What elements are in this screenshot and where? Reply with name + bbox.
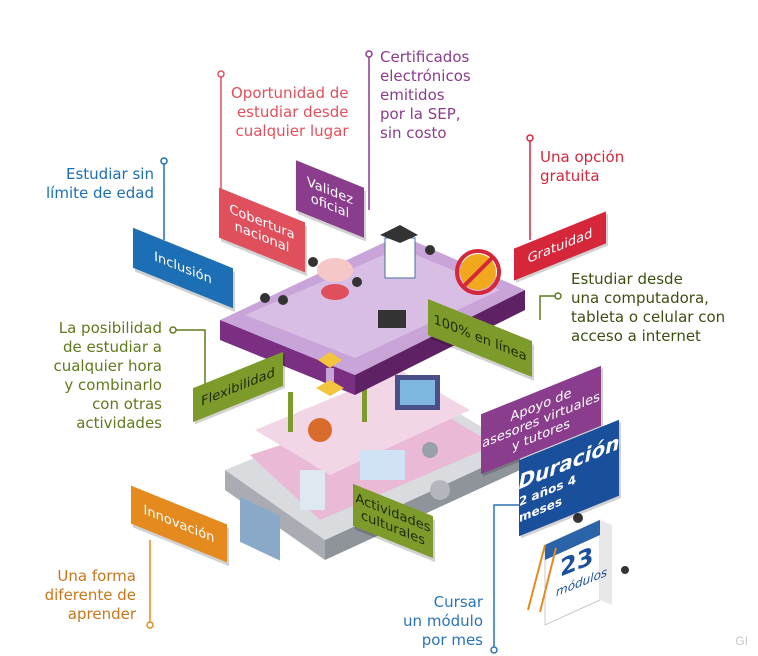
watermark: GI	[735, 634, 748, 648]
calendar-illustration	[527, 513, 629, 626]
callout-enlinea: Estudiar desde una computadora, tableta …	[571, 270, 726, 345]
callout-gratuidad: Una opción gratuita	[540, 148, 625, 185]
line-enlinea	[539, 295, 556, 320]
callout-flexibilidad: La posibilidad de estudiar a cualquier h…	[53, 319, 162, 432]
callout-cobertura: Oportunidad de estudiar desde cualquier …	[231, 84, 349, 140]
dot-gratuidad	[526, 134, 534, 142]
dot-enlinea	[554, 292, 562, 300]
pillar-right	[362, 382, 367, 422]
dot-modulo	[490, 646, 498, 654]
dot-validez	[365, 50, 373, 58]
line-flexibilidad	[175, 329, 206, 390]
middle-platform	[255, 370, 470, 510]
line-modulo	[493, 504, 520, 648]
callout-modulo: Cursar un módulo por mes	[403, 593, 483, 649]
pillar-left	[288, 392, 293, 432]
connector-lines	[146, 50, 562, 654]
callout-innovacion: Una forma diferente de aprender	[44, 567, 136, 623]
dot-flexibilidad	[169, 326, 177, 334]
dot-inclusion	[160, 157, 168, 165]
dot-innovacion	[146, 621, 154, 629]
dot-cobertura	[217, 70, 225, 78]
callout-inclusion: Estudiar sin límite de edad	[46, 165, 154, 202]
upper-phone-platform	[220, 225, 525, 396]
callout-validez: Certificados electrónicos emitidos por l…	[380, 48, 471, 142]
